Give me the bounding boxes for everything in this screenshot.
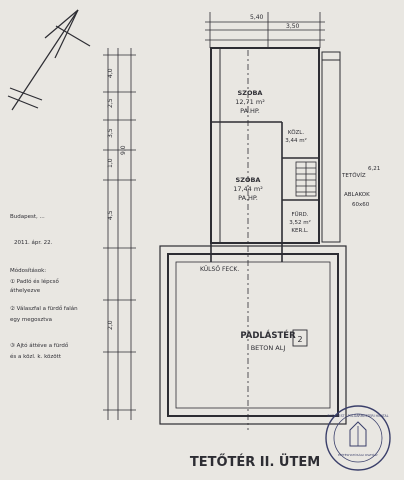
- note-line: Módosítások:: [10, 267, 46, 274]
- dim-label: 9,0: [120, 145, 127, 155]
- note-line: és a közl. k. között: [10, 353, 62, 360]
- room-name-attic: PADLÁSTÉR: [240, 329, 296, 341]
- dim-label-top: 5,40: [250, 14, 264, 21]
- note-line: ③ Ajtó áttéve a fürdő: [10, 342, 69, 349]
- note-line: ② Válaszfal a fürdő falán: [10, 305, 78, 312]
- room-name: KÖZL.: [288, 129, 304, 136]
- room-name: FÜRD.: [292, 211, 309, 218]
- room-area: 3,52 m²: [289, 219, 311, 226]
- dim-label-top: 3,50: [286, 23, 300, 30]
- dim-label: 4,0: [107, 68, 114, 78]
- label-tetoviz: TETŐVÍZ: [341, 172, 366, 179]
- room-subtitle-attic: BETON ALJ: [251, 344, 286, 352]
- dim-label: 3,5: [107, 128, 114, 138]
- dim-label: 2,5: [107, 98, 114, 108]
- room-area: 12,71 m²: [235, 98, 265, 106]
- note-line: 2011. ápr. 22.: [14, 239, 53, 246]
- room-floor: PA.HP.: [238, 194, 258, 202]
- label-ablak-size: 60x60: [352, 202, 370, 208]
- room-floor: PA.HP.: [240, 107, 260, 115]
- dim-label: 1,0: [107, 158, 114, 168]
- room-area: 3,44 m²: [285, 137, 307, 144]
- room-name: SZOBA: [238, 89, 263, 97]
- roof-outline: [321, 51, 341, 243]
- dim-label: 2,0: [107, 320, 114, 330]
- upper-rooms-walls: [210, 47, 320, 244]
- top-dimension-lines: [205, 12, 325, 48]
- north-arrow-icon: [7, 9, 91, 111]
- room-floor: KER.L.: [291, 228, 309, 234]
- attic-stair-box: [292, 329, 308, 347]
- dim-label: 4,5: [107, 210, 114, 220]
- left-dimension-lines: [103, 48, 136, 420]
- stamp-inner-text: ÉPÍTÉSHATÓSÁGI OSZTÁLY: [338, 452, 378, 457]
- attic-stair-code: 2: [297, 335, 302, 344]
- note-line: ① Padló és lépcső: [10, 278, 60, 285]
- stamp-outer-text: BUDAPEST · POLGÁRMESTERI HIVATAL: [328, 413, 389, 418]
- official-stamp-icon: [325, 405, 391, 471]
- label-ablak: ABLAKOK: [344, 192, 370, 198]
- note-line: áthelyezve: [10, 287, 41, 294]
- drawing-title: TETŐTÉR II. ÜTEM: [190, 454, 320, 470]
- note-line: Budapest, ...: [10, 214, 45, 220]
- room-area: 17,44 m²: [233, 185, 263, 193]
- label-kulsofeck: KÜLSŐ FECK.: [200, 266, 239, 273]
- dim-label-right: 6,21: [368, 166, 380, 172]
- stair-icon: [295, 161, 317, 197]
- note-line: egy megosztva: [10, 317, 52, 323]
- attic-walls: [159, 243, 347, 425]
